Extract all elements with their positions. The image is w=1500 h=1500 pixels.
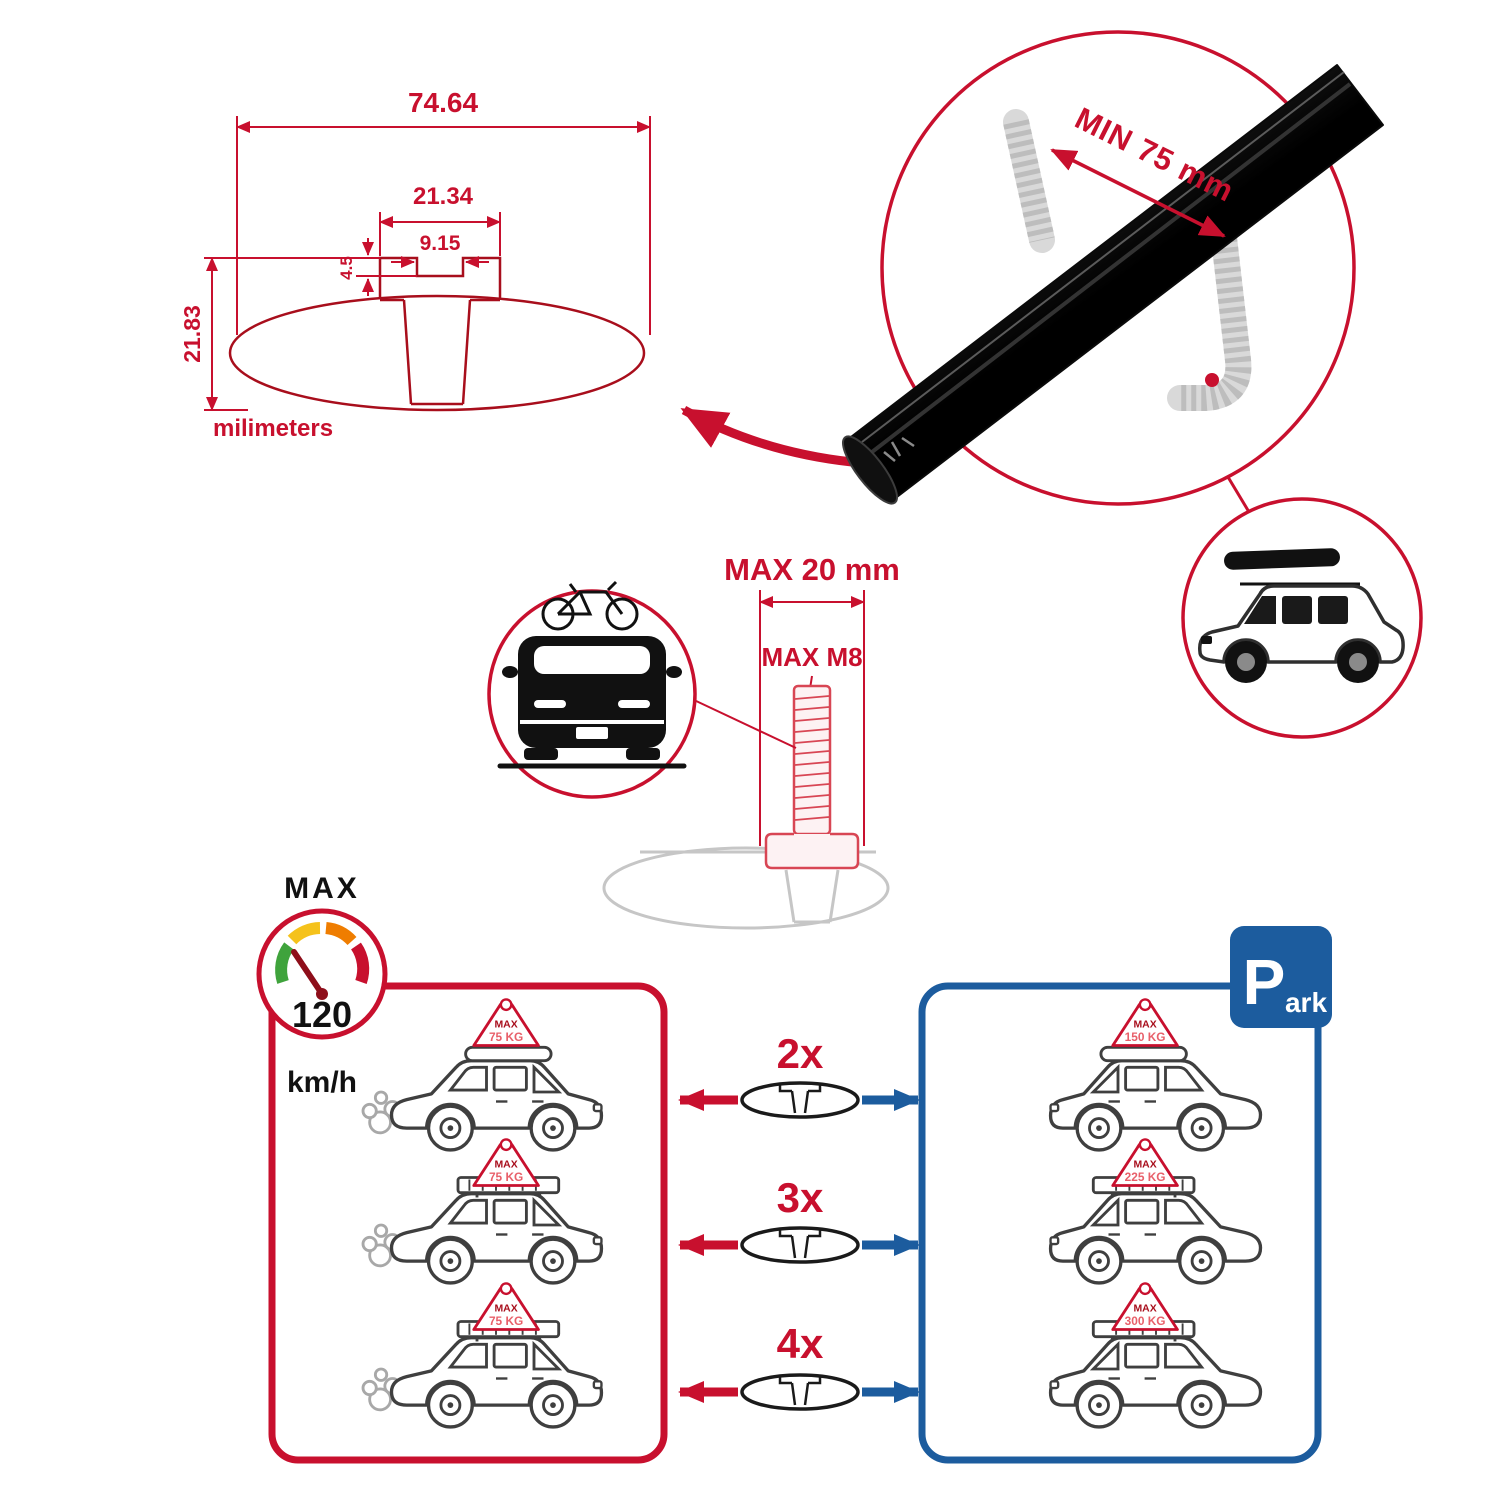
max-thread-label: MAX M8 [761, 642, 862, 672]
t-slot-profile [378, 256, 502, 406]
channel-cross-section-grey [602, 846, 890, 930]
bar-cross-section-outline [228, 294, 646, 412]
badge-label: MAX [1133, 1303, 1156, 1314]
park-sign-rest: ark [1285, 987, 1327, 1018]
clamp-rod-left [1003, 109, 1055, 253]
dim-depth-step: 4.5 [337, 256, 356, 280]
gauge-title: MAX [284, 872, 360, 905]
bolt-connector [693, 699, 797, 749]
badge-label: MAX [1133, 1159, 1156, 1170]
bar-end-cap [842, 435, 898, 505]
crossbar-icon-2 [740, 1226, 860, 1264]
load-badge-right-2: MAX 225 KG [1111, 1138, 1179, 1187]
dim-height: 21.83 [179, 305, 205, 363]
badge-value: 75 KG [489, 1030, 523, 1044]
crossbar-icon-3 [740, 1373, 860, 1411]
right-car-row-2 [1048, 1176, 1263, 1285]
gauge-value: 120 [292, 994, 352, 1035]
gauge-unit: km/h [287, 1066, 357, 1099]
speed-gauge: MAX 120 km/h [256, 872, 388, 1099]
car-front-icon [497, 636, 687, 769]
load-badge-left-2: MAX 75 KG [472, 1138, 540, 1187]
bolt-diagram: MAX 20 mm MAX M8 [487, 552, 900, 930]
park-sign-initial: P [1243, 946, 1286, 1018]
load-badge-right-3: MAX 300 KG [1111, 1282, 1179, 1331]
crossbar-icon-1 [740, 1081, 860, 1119]
left-car-row-1 [361, 1045, 604, 1152]
left-car-row-2 [361, 1176, 604, 1285]
gauge-needle [291, 949, 325, 997]
right-car-row-1 [1048, 1045, 1263, 1152]
badge-label: MAX [494, 1303, 517, 1314]
unit-label: milimeters [213, 415, 333, 442]
crossbar-count-column: 2x 3x 4x [678, 1030, 920, 1411]
count-2x: 2x [777, 1030, 824, 1077]
bike-icon [541, 580, 639, 631]
badge-value: 300 KG [1125, 1314, 1166, 1328]
fixing-point-dot [1205, 373, 1219, 387]
load-badge-left-3: MAX 75 KG [472, 1282, 540, 1331]
left-car-row-3 [361, 1320, 604, 1429]
dim-width-slot: 21.34 [413, 183, 474, 210]
dim-width-opening: 9.15 [420, 232, 461, 255]
badge-label: MAX [494, 1019, 517, 1030]
t-bolt [764, 684, 860, 870]
count-4x: 4x [777, 1320, 824, 1367]
clamp-rod-right [1167, 225, 1252, 411]
load-badge-left-1: MAX 75 KG [472, 997, 540, 1047]
park-sign: P ark [1230, 926, 1332, 1028]
right-park-panel-frame [918, 982, 1322, 1464]
vehicle-front-circle [487, 580, 697, 799]
right-car-row-3 [1048, 1320, 1263, 1429]
bar-detail-circle: MIN 75 mm [842, 30, 1384, 506]
left-speed-panel-frame [268, 982, 668, 1464]
max-width-label: MAX 20 mm [724, 552, 900, 587]
badge-label: MAX [1133, 1019, 1156, 1030]
badge-value: 75 KG [489, 1314, 523, 1328]
pointer-arrow [680, 406, 853, 467]
badge-label: MAX [494, 1159, 517, 1170]
badge-value: 225 KG [1125, 1170, 1166, 1184]
dimension-diagram: 74.64 21.34 9.15 4.5 21.83 milimeters [179, 87, 853, 467]
badge-value: 150 KG [1125, 1030, 1166, 1044]
load-badge-right-1: MAX 150 KG [1111, 997, 1179, 1047]
vehicle-roofbox-circle [1181, 497, 1423, 739]
count-3x: 3x [777, 1174, 824, 1221]
dim-width-outer: 74.64 [408, 87, 478, 118]
min-span-arrow [1050, 148, 1226, 238]
suv-with-roofbox [1198, 548, 1405, 683]
comparison-section: MAX 120 km/h P ark [256, 872, 1332, 1464]
circle-connector [1226, 476, 1251, 513]
badge-value: 75 KG [489, 1170, 523, 1184]
